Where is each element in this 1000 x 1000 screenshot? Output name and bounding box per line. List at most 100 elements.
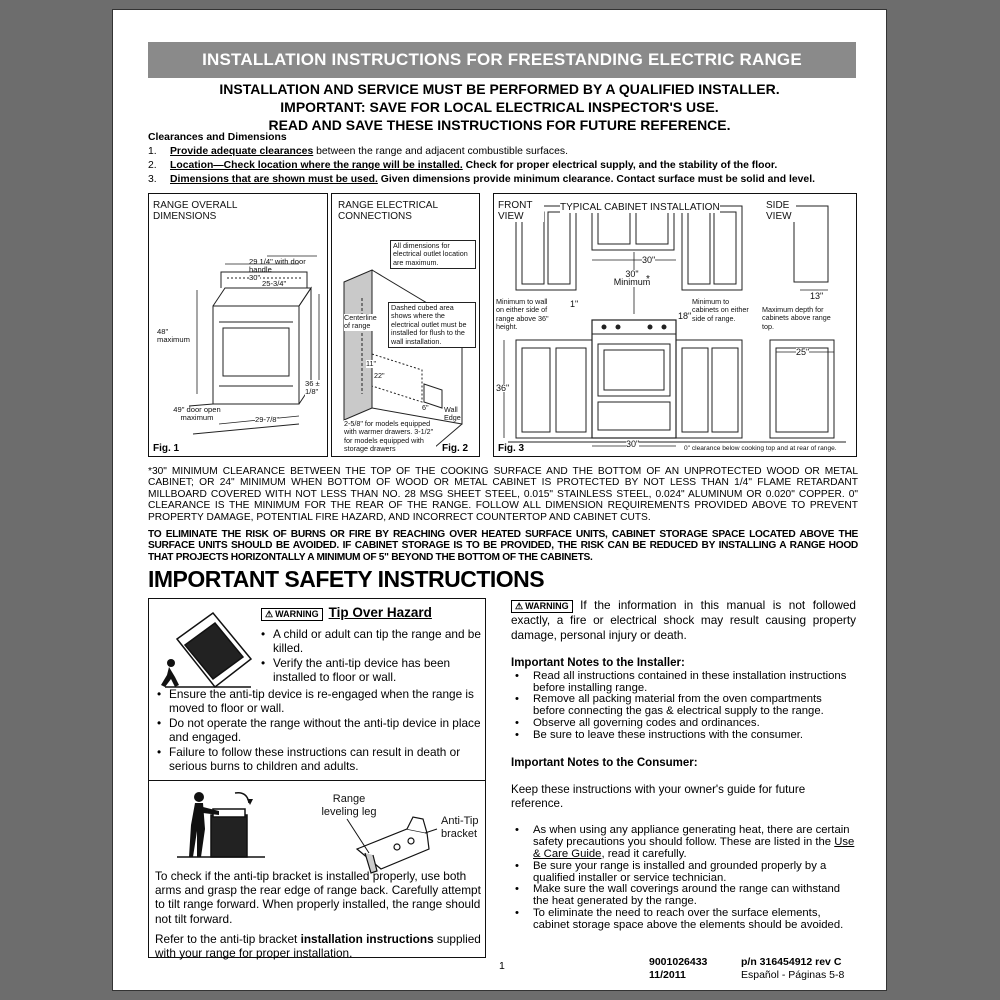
spanish-pages: Español - Páginas 5-8 xyxy=(741,969,845,981)
fig3-dim-36: 36" xyxy=(496,383,510,393)
print-date: 11/2011 xyxy=(649,969,686,981)
fig1-label: Fig. 1 xyxy=(153,443,180,454)
consumer-notes-title: Important Notes to the Consumer: xyxy=(511,756,698,769)
fig3-dim-18: 18" xyxy=(678,311,692,321)
fig3-cabinet-installation: FRONT VIEW TYPICAL CABINET INSTALLATION … xyxy=(493,193,857,457)
tilt-check-instructions: To check if the anti-tip bracket is inst… xyxy=(155,869,481,960)
tip-over-warning-box: ⚠WARNING Tip Over Hazard •A child or adul… xyxy=(148,598,486,960)
use-care-guide-reference: Use & Care Guide xyxy=(533,836,855,860)
clearances-title: Clearances and Dimensions xyxy=(148,132,287,143)
list-item: •Make sure the wall coverings around the… xyxy=(515,883,841,908)
list-item: •Read all instructions contained in thes… xyxy=(515,669,847,694)
consumer-notes-list: •As when using any appliance generating … xyxy=(511,824,856,931)
consumer-intro: Keep these instructions with your owner'… xyxy=(511,783,806,810)
list-item: •Be sure to leave these instructions wit… xyxy=(515,728,804,741)
tip-over-illustration xyxy=(161,611,253,689)
tip-bullets-bottom: •Ensure the anti-tip device is re-engage… xyxy=(157,687,483,773)
list-item: •Do not operate the range without the an… xyxy=(157,715,481,745)
clearance-note-paragraph: *30" MINIMUM CLEARANCE BETWEEN THE TOP O… xyxy=(148,466,858,523)
installer-notes-list: •Read all instructions contained in thes… xyxy=(511,669,856,742)
fig2-dashed-area-note: Dashed cubed area shows where the electr… xyxy=(388,302,476,349)
manual-warning: ⚠WARNING If the information in this manu… xyxy=(511,598,856,642)
fig2-centerline: Centerline of range xyxy=(344,313,378,331)
heading-read-save: READ AND SAVE THESE INSTRUCTIONS FOR FUT… xyxy=(268,117,731,133)
fig2-title: RANGE ELECTRICAL CONNECTIONS xyxy=(338,200,438,222)
list-item: •Failure to follow these instructions ca… xyxy=(157,744,461,774)
tilt-check-illustration xyxy=(177,791,265,858)
tip-bullets-top: •A child or adult can tip the range and … xyxy=(261,627,483,685)
fig1-height-dim: 48" maximum xyxy=(157,327,190,345)
clearance-notes: *30" MINIMUM CLEARANCE BETWEEN THE TOP O… xyxy=(148,466,858,563)
fig3-front-view: FRONT VIEW xyxy=(498,200,544,222)
clearances-section: Clearances and Dimensions 1. Provide ade… xyxy=(148,131,858,187)
list-item: •Verify the anti-tip device has been ins… xyxy=(261,655,451,685)
clearance-item: 2. Location—Check location where the ran… xyxy=(148,160,778,171)
fig3-asterisk: * xyxy=(646,274,650,285)
fig3-side-view: SIDE VIEW xyxy=(766,200,796,222)
fig3-title: TYPICAL CABINET INSTALLATION xyxy=(560,202,720,213)
list-item: •As when using any appliance generating … xyxy=(515,824,855,860)
warning-badge: ⚠WARNING xyxy=(511,600,573,613)
revision-number: p/n 316454912 rev C xyxy=(741,956,842,968)
fig1-range-dimensions: RANGE OVERALL DIMENSIONS 29 1/4" with do… xyxy=(148,193,328,457)
clearance-item: 1. Provide adequate clearances between t… xyxy=(148,146,568,157)
list-item: •Be sure your range is installed and gro… xyxy=(515,859,827,884)
leveling-leg-label: Range leveling leg xyxy=(321,793,377,818)
heading-qualified: INSTALLATION AND SERVICE MUST BE PERFORM… xyxy=(219,81,780,97)
tip-over-title: Tip Over Hazard xyxy=(328,605,432,620)
fig1-handle-dim: 29 1/4" with door handle xyxy=(249,257,306,275)
section-divider xyxy=(149,780,485,781)
fig3-dim-25: 25" xyxy=(796,347,810,357)
list-item: •Ensure the anti-tip device is re-engage… xyxy=(157,687,474,716)
fig3-dim-1: 1" xyxy=(570,299,579,309)
fig2-label: Fig. 2 xyxy=(442,443,469,454)
fig2-dim-6: 6" xyxy=(422,403,429,413)
part-number-block: 9001026433 11/2011 xyxy=(649,956,707,982)
fig2-dim-11: 11" xyxy=(366,359,377,369)
fig3-cabinet-note: Minimum to cabinets on either side of ra… xyxy=(692,297,750,324)
fig1-base-dim: 29-7/8" xyxy=(255,415,280,425)
list-item: •To eliminate the need to reach over the… xyxy=(515,906,844,931)
page-number: 1 xyxy=(499,960,505,972)
list-item: •Observe all governing codes and ordinan… xyxy=(515,716,760,729)
installer-notes-title: Important Notes to the Installer: xyxy=(511,657,685,670)
fig3-wall-note: Minimum to wall on either side of range … xyxy=(496,297,554,332)
fig2-wall-edge: Wall Edge xyxy=(444,405,461,423)
list-item: •Remove all packing material from the ov… xyxy=(515,693,824,718)
warning-triangle-icon: ⚠ xyxy=(265,609,274,619)
fig2-outlet-note: All dimensions for electrical outlet loc… xyxy=(390,240,476,270)
tip-over-heading: ⚠WARNING Tip Over Hazard xyxy=(261,605,432,621)
fig3-zero-clearance-note: 0" clearance below cooking top and at re… xyxy=(684,445,856,454)
refer-paragraph: Refer to the anti-tip bracket installati… xyxy=(155,931,481,961)
fig3-max-depth-note: Maximum depth for cabinets above range t… xyxy=(762,305,834,332)
fig3-label: Fig. 3 xyxy=(498,443,525,454)
fig3-dim-30-top: 30" xyxy=(642,255,656,265)
tilt-check-paragraph: To check if the anti-tip bracket is inst… xyxy=(155,869,481,926)
clearance-item: 3. Dimensions that are shown must be use… xyxy=(148,174,815,185)
fig2-drawer-note: 2-5/8" for models equipped with warmer d… xyxy=(344,419,436,454)
warning-triangle-icon: ⚠ xyxy=(515,601,524,611)
fig2-electrical-connections: RANGE ELECTRICAL CONNECTIONS All dimensi… xyxy=(331,193,480,457)
fig1-width-dim: 30" xyxy=(249,273,261,283)
installation-headings: INSTALLATION AND SERVICE MUST BE PERFORM… xyxy=(113,80,886,134)
range-dimension-drawing xyxy=(188,255,320,435)
page-banner: INSTALLATION INSTRUCTIONS FOR FREESTANDI… xyxy=(148,42,856,78)
fig3-dim-13: 13" xyxy=(810,291,824,301)
fig1-title: RANGE OVERALL DIMENSIONS xyxy=(153,200,238,222)
fig1-cook-height-dim: 36 ± 1/8" xyxy=(305,379,327,397)
anti-tip-bracket-label: Anti-Tip bracket xyxy=(441,815,479,840)
warning-badge: ⚠WARNING xyxy=(261,608,323,621)
safety-title: IMPORTANT SAFETY INSTRUCTIONS xyxy=(148,566,545,592)
manual-page: INSTALLATION INSTRUCTIONS FOR FREESTANDI… xyxy=(112,9,887,991)
list-item: •A child or adult can tip the range and … xyxy=(261,627,481,656)
burn-risk-paragraph: TO ELIMINATE THE RISK OF BURNS OR FIRE B… xyxy=(148,529,858,563)
part-number: 9001026433 xyxy=(649,956,708,968)
fig3-dim-30-minimum: 30" Minimum xyxy=(610,270,654,287)
cabinet-installation-drawing xyxy=(503,205,846,447)
fig3-dim-30-bottom: 30" xyxy=(626,439,640,449)
fig2-dim-22: 22" xyxy=(374,371,385,381)
fig1-depth-dim: 25-3/4" xyxy=(262,279,287,288)
installer-consumer-notes: ⚠WARNING If the information in this manu… xyxy=(511,598,856,932)
fig1-door-open-dim: 49" door open maximum xyxy=(173,405,221,423)
revision-block: p/n 316454912 rev C Español - Páginas 5-… xyxy=(741,956,844,982)
